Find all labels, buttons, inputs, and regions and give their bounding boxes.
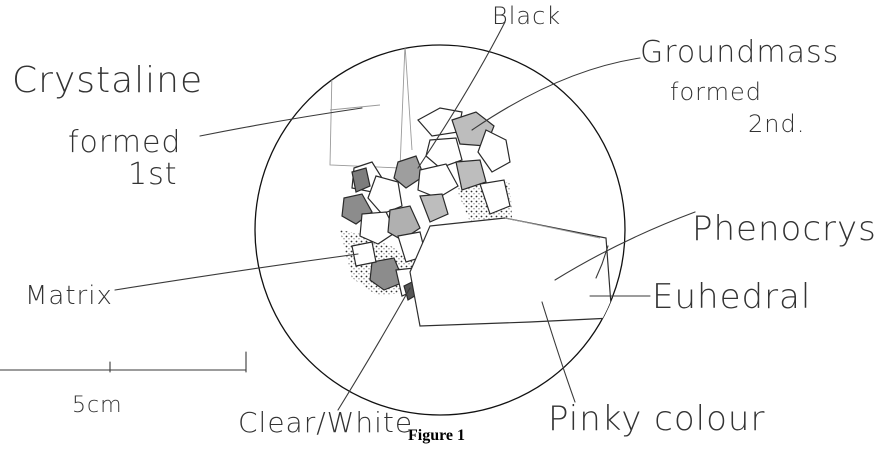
label-formed-first-1st: 1st bbox=[128, 157, 177, 192]
label-clear-white: Clear/White bbox=[238, 406, 413, 439]
scale-bar bbox=[0, 352, 246, 372]
crystalline-block-outline bbox=[330, 45, 412, 168]
label-crystaline: Crystaline bbox=[12, 60, 203, 101]
label-formed-first: formed bbox=[68, 125, 181, 160]
leader-line-groundmass bbox=[472, 58, 640, 130]
label-scale: 5cm bbox=[72, 393, 123, 418]
leader-line-formed-first bbox=[200, 108, 362, 136]
label-matrix: Matrix bbox=[25, 281, 113, 311]
label-groundmass: Groundmass bbox=[640, 35, 839, 70]
figure-caption: Figure 1 bbox=[408, 427, 465, 444]
label-groundmass-formed: formed bbox=[670, 78, 762, 106]
leader-line-matrix bbox=[115, 254, 358, 290]
label-groundmass-2nd: 2nd. bbox=[748, 110, 805, 138]
label-phenocryst: Phenocryst bbox=[692, 209, 876, 249]
leader-line-clear-white bbox=[338, 288, 410, 410]
label-euhedral: Euhedral bbox=[652, 277, 811, 317]
label-black: Black bbox=[492, 2, 561, 30]
label-pinky-colour: Pinky colour bbox=[548, 399, 765, 439]
